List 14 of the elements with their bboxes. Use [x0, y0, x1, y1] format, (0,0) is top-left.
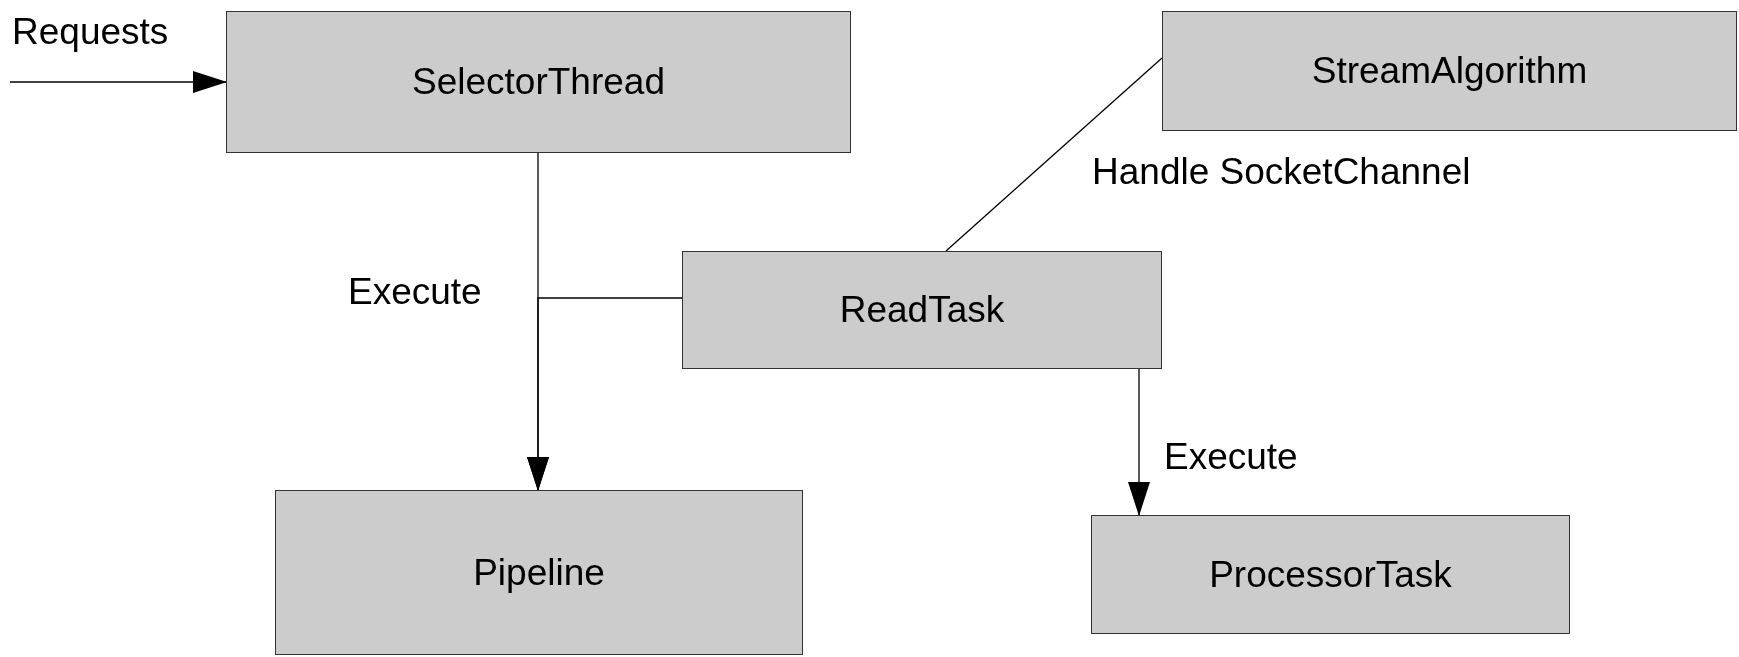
process-box	[1091, 515, 1570, 634]
node-label: Pipeline	[473, 551, 605, 594]
node-label: SelectorThread	[412, 61, 665, 103]
node-label: ProcessorTask	[1209, 553, 1452, 596]
arrow	[527, 297, 683, 491]
process-box	[275, 490, 803, 655]
process-box	[682, 251, 1162, 369]
node-label: StreamAlgorithm	[1311, 50, 1588, 92]
arrow	[9, 71, 227, 93]
process-box	[226, 11, 851, 153]
process-box	[1162, 11, 1737, 131]
connector-line	[945, 57, 1163, 252]
arrow	[1128, 368, 1150, 516]
node-label: ReadTask	[839, 289, 1005, 331]
